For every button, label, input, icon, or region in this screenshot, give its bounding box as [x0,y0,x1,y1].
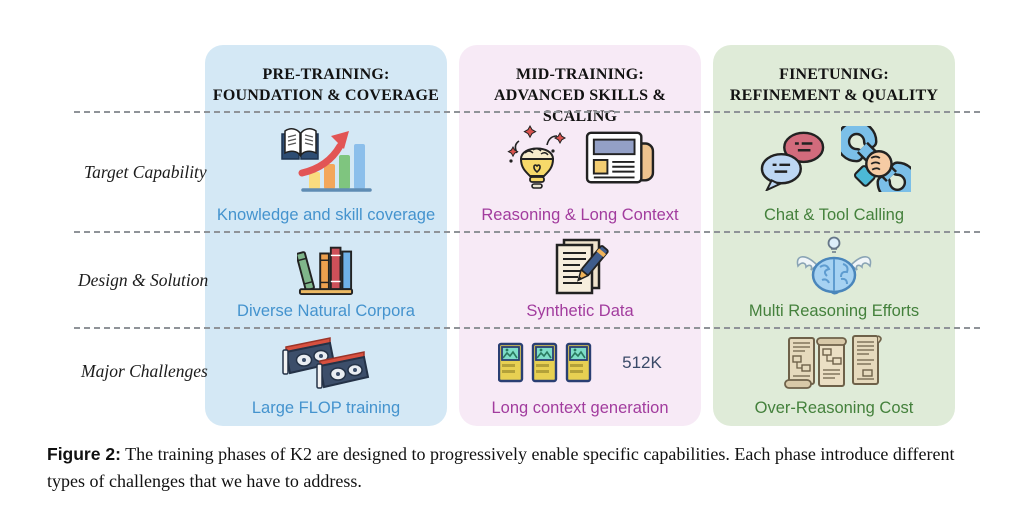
document-pencil-icon [549,237,611,297]
cell-label: Long context generation [491,399,669,417]
wrench-hand-icon [841,125,911,192]
cell-label: Diverse Natural Corpora [237,302,415,320]
cell-label: Multi Reasoning Efforts [748,302,920,320]
cell-label: Chat & Tool Calling [763,206,905,224]
cell-label: Over-Reasoning Cost [754,399,914,417]
figure-caption-text: The training phases of K2 are designed t… [47,444,955,491]
image-documents-icon [498,341,600,385]
cell-pretraining-major-challenges: Large FLOP training [205,327,447,424]
figure-caption-label: Figure 2: [47,444,121,464]
panel-finetuning-header-line2: REFINEMENT & QUALITY [729,87,939,104]
cell-label: Reasoning & Long Context [481,206,679,224]
panel-finetuning-header-line1: FINETUNING: [779,66,889,83]
cell-label: Large FLOP training [251,399,401,417]
chat-bubbles-icon [757,127,829,191]
cell-pretraining-design-solution: Diverse Natural Corpora [205,231,447,327]
panel-midtraining: MID-TRAINING: ADVANCED SKILLS & SCALING [459,45,701,426]
panel-finetuning-header: FINETUNING: REFINEMENT & QUALITY [713,64,955,106]
idea-bulb-brain-icon [503,123,571,195]
panel-pretraining-header-line1: PRE-TRAINING: [262,66,390,83]
cell-midtraining-major-challenges: 512K Long context generation [459,327,701,424]
row-label-target-capability: Target Capability [84,162,207,182]
figure-caption: Figure 2: The training phases of K2 are … [47,441,985,495]
panel-pretraining: PRE-TRAINING: FOUNDATION & COVERAGE [205,45,447,426]
panel-finetuning: FINETUNING: REFINEMENT & QUALITY [713,45,955,426]
cell-midtraining-design-solution: Synthetic Data [459,231,701,327]
panel-midtraining-header-line1: MID-TRAINING: [516,66,644,83]
gpu-cards-icon [280,336,372,390]
bookshelf-icon [297,239,355,295]
row-divider-1 [74,111,980,113]
row-label-major-challenges: Major Challenges [81,361,208,381]
cell-midtraining-target-capability: Reasoning & Long Context [459,111,701,231]
cell-pretraining-target-capability: Knowledge and skill coverage [205,111,447,231]
cell-finetuning-major-challenges: Over-Reasoning Cost [713,327,955,424]
context-length-badge: 512K [622,353,662,372]
winged-brain-icon [793,235,875,299]
cell-finetuning-design-solution: Multi Reasoning Efforts [713,231,955,327]
scrolls-icon [781,334,887,392]
row-divider-2 [74,231,980,233]
cell-label: Knowledge and skill coverage [216,206,436,224]
panel-pretraining-header: PRE-TRAINING: FOUNDATION & COVERAGE [205,64,447,106]
cell-label: Synthetic Data [526,302,634,320]
book-growth-chart-icon [278,122,374,196]
row-label-design-solution: Design & Solution [78,270,209,290]
row-divider-3 [74,327,980,329]
cell-finetuning-target-capability: Chat & Tool Calling [713,111,955,231]
newspaper-icon [583,128,657,190]
panel-pretraining-header-line2: FOUNDATION & COVERAGE [212,87,440,104]
